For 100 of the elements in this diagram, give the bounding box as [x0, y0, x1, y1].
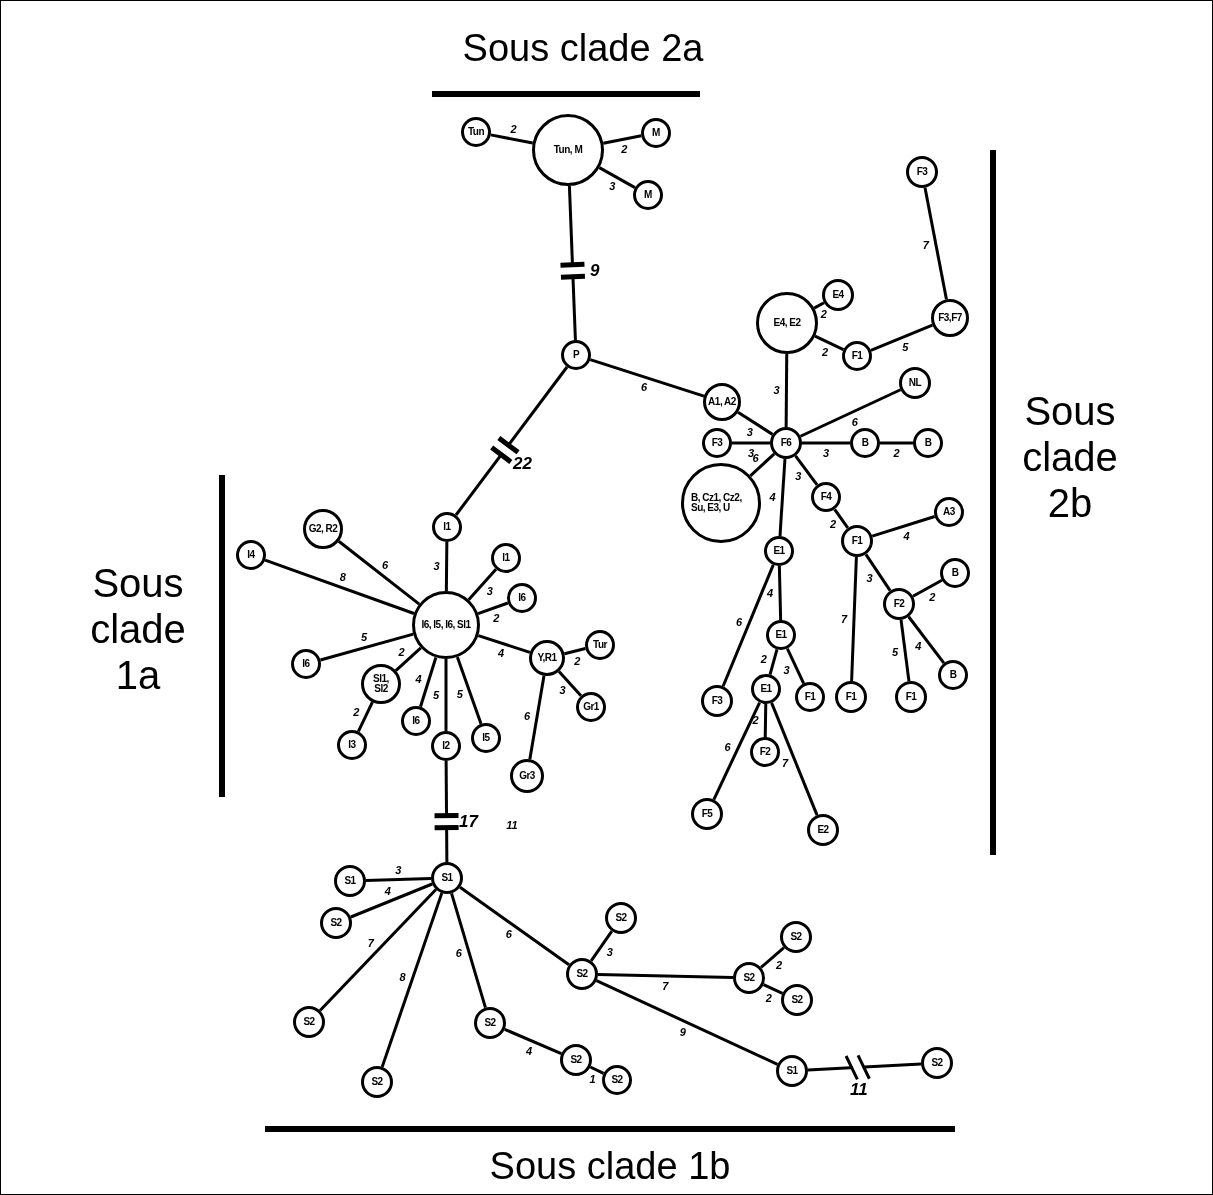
connector-line: [467, 568, 498, 601]
connector-line: [444, 761, 449, 862]
haplotype-label: F2: [893, 598, 905, 610]
connector-line: [777, 565, 783, 621]
haplotype-label: I6: [302, 658, 310, 670]
connector-line: [350, 882, 433, 919]
connector-line: [850, 556, 858, 682]
connector-line: [589, 358, 705, 398]
edge-label: 8: [399, 971, 406, 983]
haplotype-label: Y,R1: [537, 652, 557, 664]
edge-label: 3: [746, 426, 753, 438]
connector-line: [732, 441, 770, 445]
edge-label: 22: [513, 454, 532, 472]
haplotype-label: I6: [412, 715, 420, 727]
connector-line: [763, 703, 768, 738]
connector-line: [760, 946, 785, 969]
haplotype-label: F3: [711, 437, 723, 449]
edge-label: 3: [433, 560, 440, 572]
connector-line: [320, 632, 414, 662]
haplotype-label: I1: [443, 521, 451, 533]
edge-label: 2: [752, 714, 759, 726]
haplotype-label: B: [924, 437, 932, 449]
haplotype-label: S2: [330, 917, 342, 929]
edge-label: 17: [459, 812, 478, 830]
haplotype-label: I1: [502, 552, 510, 564]
edge-label: 5: [361, 631, 368, 643]
clade-title: Sous clade 1b: [488, 1144, 732, 1189]
connector-line: [490, 133, 533, 145]
haplotype-label: E1: [773, 545, 785, 557]
connector-line: [380, 892, 444, 1068]
connector-line: [871, 515, 936, 538]
connector-line: [870, 323, 933, 352]
haplotype-label: F1: [905, 691, 917, 703]
connector-line: [564, 647, 586, 656]
edge-label: 2: [829, 518, 837, 530]
haplotype-label: I3: [348, 739, 356, 751]
haplotype-label: B, Cz1, Cz2, Su, E3, U: [691, 492, 743, 514]
connector-line: [557, 670, 583, 697]
edge-label: 4: [903, 530, 910, 542]
edge-label: 9: [589, 261, 600, 279]
edge-label: 6: [505, 928, 512, 940]
edge-label: 5: [456, 688, 463, 700]
clade-title: Sous clade 1a: [89, 560, 187, 698]
connector-line: [784, 354, 789, 427]
haplotype-label: F1: [804, 691, 816, 703]
haplotype-label: F1: [845, 691, 857, 703]
edge-label: 3: [609, 180, 616, 192]
haplotype-label: M: [652, 127, 660, 139]
haplotype-label: A1, A2: [708, 396, 736, 408]
edge-label: 4: [497, 648, 505, 659]
haplotype-label: F5: [701, 808, 713, 820]
edge-label: 2: [820, 308, 827, 320]
connector-line: [394, 646, 422, 672]
connector-line: [528, 675, 546, 760]
connector-line: [768, 649, 779, 675]
haplotype-label: I6, I5, I6, Sl1: [420, 619, 472, 631]
clade-title: Sous clade 2b: [1021, 388, 1119, 526]
edge-label: 6: [851, 416, 858, 428]
haplotype-label: F3: [711, 695, 723, 707]
edge-label: 7: [840, 613, 848, 625]
haplotype-label: S2: [931, 1057, 943, 1069]
edge-label: 2: [510, 123, 517, 135]
haplotype-label: S1: [441, 872, 453, 884]
haplotype-label: I2: [442, 740, 450, 752]
haplotype-label: S1: [344, 875, 356, 887]
edge-label: 2: [574, 655, 581, 667]
haplotype-label: B: [949, 669, 957, 681]
haplotype-label: F1: [851, 535, 863, 547]
connector-line: [337, 540, 421, 606]
edge-label: 8: [339, 571, 346, 583]
edge-label: 4: [384, 885, 391, 897]
haplotype-label: NL: [908, 377, 922, 389]
edge-label: 6: [382, 559, 389, 571]
connector-line: [319, 888, 437, 1012]
edge-label: 9: [679, 1026, 686, 1038]
edge-label: 4: [769, 491, 776, 503]
connector-line: [567, 185, 577, 341]
haplotype-label: S2: [484, 1017, 496, 1029]
edge-label: 6: [524, 710, 531, 722]
connector-line: [802, 441, 850, 445]
edge-label: 2: [765, 992, 772, 1004]
connector-line: [597, 972, 734, 980]
connector-line: [721, 564, 775, 687]
connector-line: [880, 441, 913, 445]
edge-label: 3: [559, 684, 566, 696]
haplotype-label: I5: [482, 732, 490, 744]
edge-label: 2: [621, 143, 628, 155]
edge-label: 3: [795, 470, 802, 482]
edge-label: 3: [606, 946, 613, 958]
haplotype-label: S2: [791, 994, 803, 1006]
haplotype-label: E1: [775, 629, 787, 641]
connector-line: [450, 892, 487, 1009]
haplotype-label: F3,F7: [938, 312, 962, 324]
haplotype-label: F4: [820, 491, 832, 503]
connector-line: [923, 187, 948, 300]
haplotype-label: M: [644, 189, 652, 201]
edge-label: 1: [589, 1073, 596, 1085]
connector-line: [778, 458, 787, 537]
haplotype-label: S2: [611, 1074, 623, 1086]
connector-line: [807, 1062, 922, 1072]
